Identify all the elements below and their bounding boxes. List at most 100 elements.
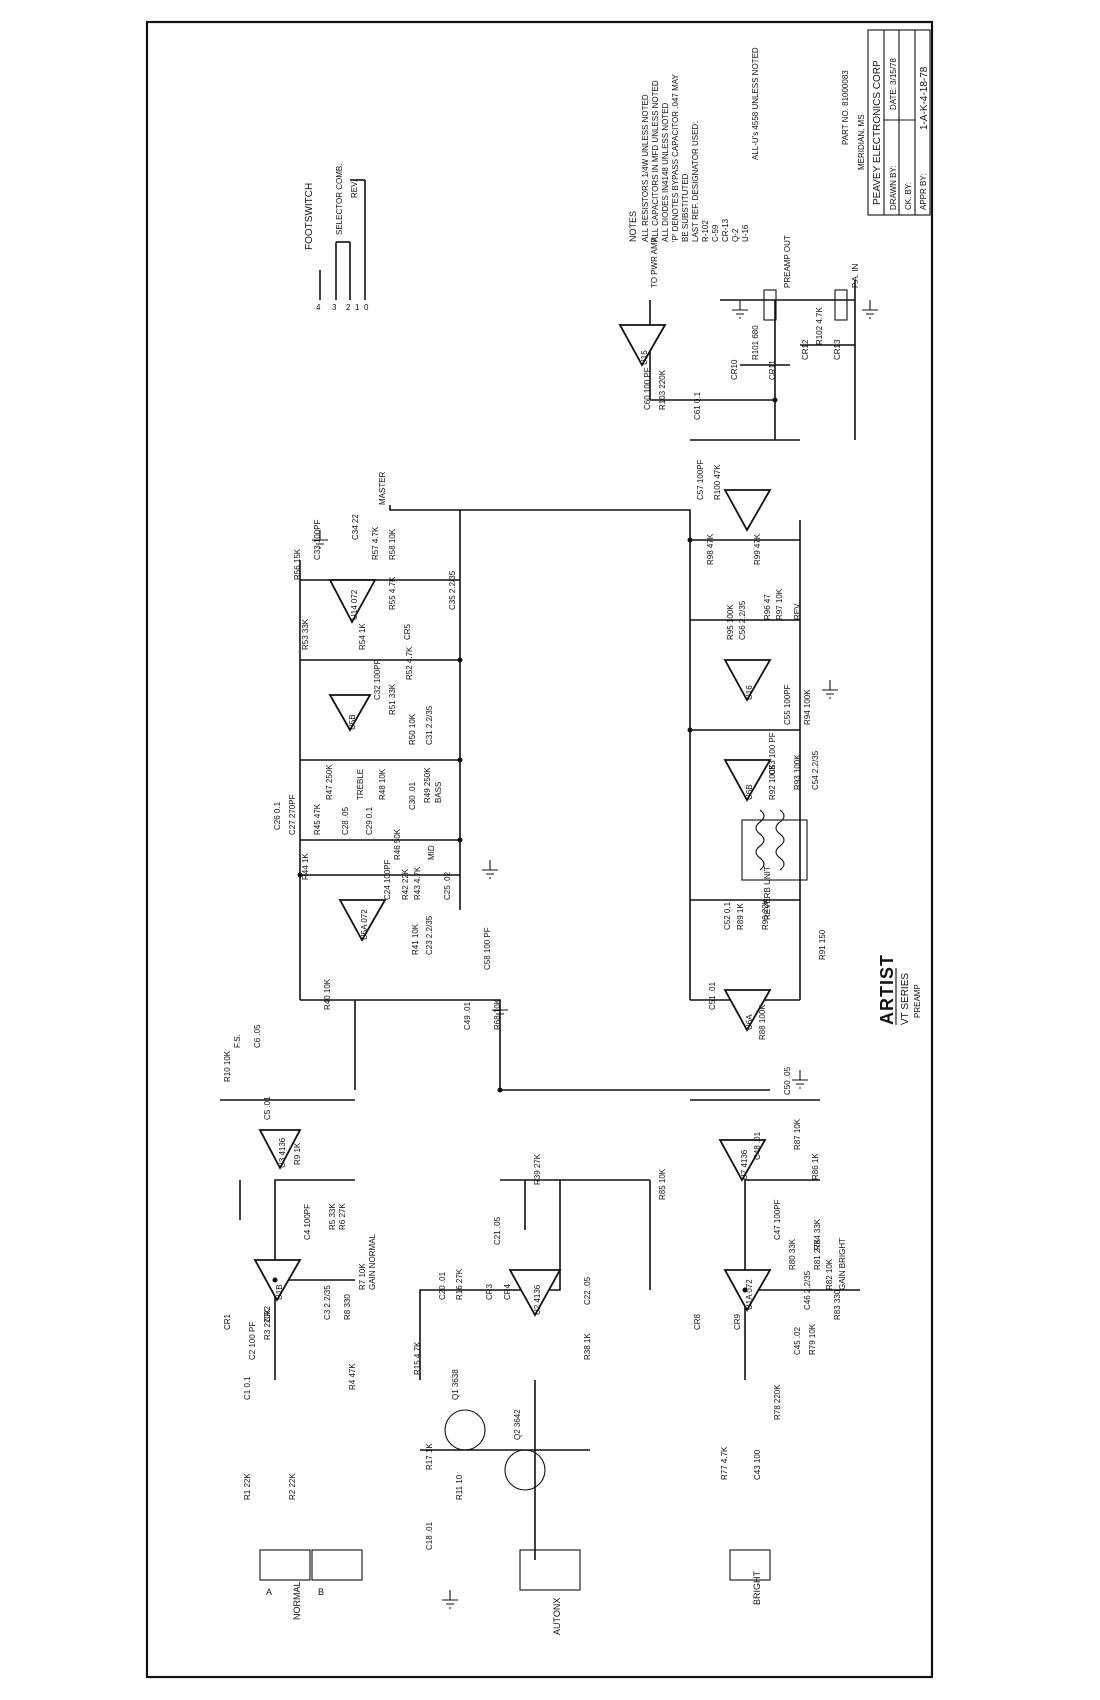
rev-label: REV.: [793, 602, 802, 620]
component-label: R94 100K: [803, 689, 812, 725]
component-label: R49 250K: [423, 767, 432, 803]
drawn-date: DATE: 3/15/78: [889, 58, 898, 110]
reverb-unit-label: REVERB UNIT: [763, 866, 772, 920]
component-label: R81 27K: [813, 1238, 822, 1270]
sheet-border: [145, 20, 934, 1679]
component-label: C35 2.2/35: [448, 570, 457, 610]
opamp-label-u5a: U5A 072: [360, 909, 369, 940]
component-label: C52 0.1: [723, 901, 732, 930]
mid-label: MID: [427, 845, 436, 860]
component-label: C28 .05: [341, 806, 350, 835]
product-name: ARTIST: [877, 954, 897, 1025]
transistor-q2: [504, 1449, 546, 1491]
component-label: R91 150: [818, 929, 827, 960]
gain-bright-label: GAIN BRIGHT: [838, 1238, 847, 1290]
component-label: R6 27K: [338, 1203, 347, 1230]
component-label: R17 1K: [425, 1443, 434, 1470]
company-name: PEAVEY ELECTRONICS CORP: [872, 60, 883, 205]
opamp-u6b-out: [723, 489, 772, 532]
component-label: C47 100PF: [773, 1199, 782, 1240]
jack-labels: NORMAL A B AUTONX BRIGHT PREAMP OUT P.A.…: [266, 235, 860, 1635]
component-label: CR12: [801, 339, 810, 360]
note-line: ALL RESISTORS 1/4W UNLESS NOTED: [641, 94, 650, 242]
component-label: C43 100: [753, 1449, 762, 1480]
component-label: CR10: [730, 359, 739, 380]
opamp-label-u2: U2 4136: [533, 1284, 542, 1315]
footswitch-title: FOOTSWITCH: [304, 183, 315, 250]
title-block: PEAVEY ELECTRONICS CORP MERIDIAN, MS DRA…: [841, 29, 931, 216]
component-label: R78 220K: [773, 1384, 782, 1420]
approved-by: APPR BY:: [919, 174, 928, 210]
component-label: R42 22K: [401, 868, 410, 900]
control-labels: GAIN NORMAL GAIN BRIGHT TREBLE MID BASS …: [233, 471, 847, 1290]
component-label: R98 47K: [706, 533, 715, 565]
component-label: R44 1K: [301, 853, 310, 880]
fs-label: F.S.: [233, 1034, 242, 1048]
component-label: R10 10K: [223, 1050, 232, 1082]
gain-normal-label: GAIN NORMAL: [368, 1233, 377, 1290]
preamp-out-label: PREAMP OUT: [783, 235, 792, 288]
component-label: R93 100K: [793, 754, 802, 790]
opamp-u15: [618, 324, 667, 367]
component-label: C58 100 PF: [483, 927, 492, 970]
autonx-jack: [519, 1549, 581, 1591]
component-label: R39 27K: [533, 1153, 542, 1185]
opamp-symbols: [253, 324, 772, 1317]
component-label: R82 10K: [825, 1258, 834, 1290]
component-label: R43 4.7K: [413, 866, 422, 900]
note-line: R-102: [701, 220, 710, 242]
component-label: R80 33K: [788, 1238, 797, 1270]
component-label: R53 33K: [301, 618, 310, 650]
note-line: LAST REF. DESIGNATOR USED:: [691, 122, 700, 242]
component-label: R54 1K: [358, 623, 367, 650]
transistor-q1: [444, 1409, 486, 1451]
note-line: 'P' DENOTES BYPASS CAPACITOR .047 MAY: [671, 73, 680, 242]
component-label: R58 10K: [388, 528, 397, 560]
component-label: R50 10K: [408, 713, 417, 745]
product-series: VT SERIES: [900, 973, 911, 1025]
opamp-u3: [258, 1129, 302, 1170]
treble-label: TREBLE: [356, 769, 365, 800]
footswitch-pin: 1: [355, 303, 360, 312]
component-label: R40 10K: [323, 978, 332, 1010]
component-label: C45 .02: [793, 1326, 802, 1355]
note-line: U-16: [741, 224, 750, 242]
component-label: C60 100 PF: [643, 367, 652, 410]
note-line: ALL DIODES IN4148 UNLESS NOTED: [661, 102, 670, 242]
note-line: C-59: [711, 224, 720, 242]
component-label: R2 22K: [288, 1473, 297, 1500]
component-label: R86 1K: [811, 1153, 820, 1180]
component-label: C4 100PF: [303, 1204, 312, 1240]
component-label: CR13: [833, 339, 842, 360]
preamp-out-jack: [763, 289, 777, 321]
component-label: CR5: [403, 623, 412, 640]
footswitch-pin: 4: [316, 303, 321, 312]
opamp-label-u1a: U1A 072: [745, 1279, 754, 1310]
transistors: [444, 1409, 546, 1491]
normal-b-label: B: [318, 1587, 324, 1597]
component-label: R97 10K: [775, 588, 784, 620]
opamp-label-u5b: U5B: [348, 714, 357, 730]
component-label: CR11: [768, 360, 777, 380]
component-label: R11 10: [455, 1474, 464, 1500]
footswitch-pin: 3: [332, 303, 337, 312]
master-label: MASTER: [378, 471, 387, 505]
component-label: C6 .05: [253, 1024, 262, 1048]
note-line: BE SUBSTITUTED: [681, 173, 690, 242]
component-label: C46 2.2/35: [803, 1270, 812, 1310]
opamp-label-u16: U16: [745, 685, 754, 700]
approval-date: 1-A-K-4-18-78: [919, 66, 930, 130]
normal-jack-a: [259, 1549, 311, 1581]
part-number: PART NO. 81000083: [841, 70, 850, 145]
component-label: R88 100K: [758, 1004, 767, 1040]
junction-dots: [272, 397, 778, 1293]
component-label: C53 100 PF: [768, 732, 777, 775]
component-label: R96 47: [763, 594, 772, 620]
component-label: R52 4.7K: [405, 646, 414, 680]
component-label: CR2: [263, 1305, 272, 1322]
footswitch-pin: 2: [346, 303, 351, 312]
normal-a-label: A: [266, 1587, 272, 1597]
footswitch-pin: 0: [364, 303, 369, 312]
component-label: CR8: [693, 1313, 702, 1330]
